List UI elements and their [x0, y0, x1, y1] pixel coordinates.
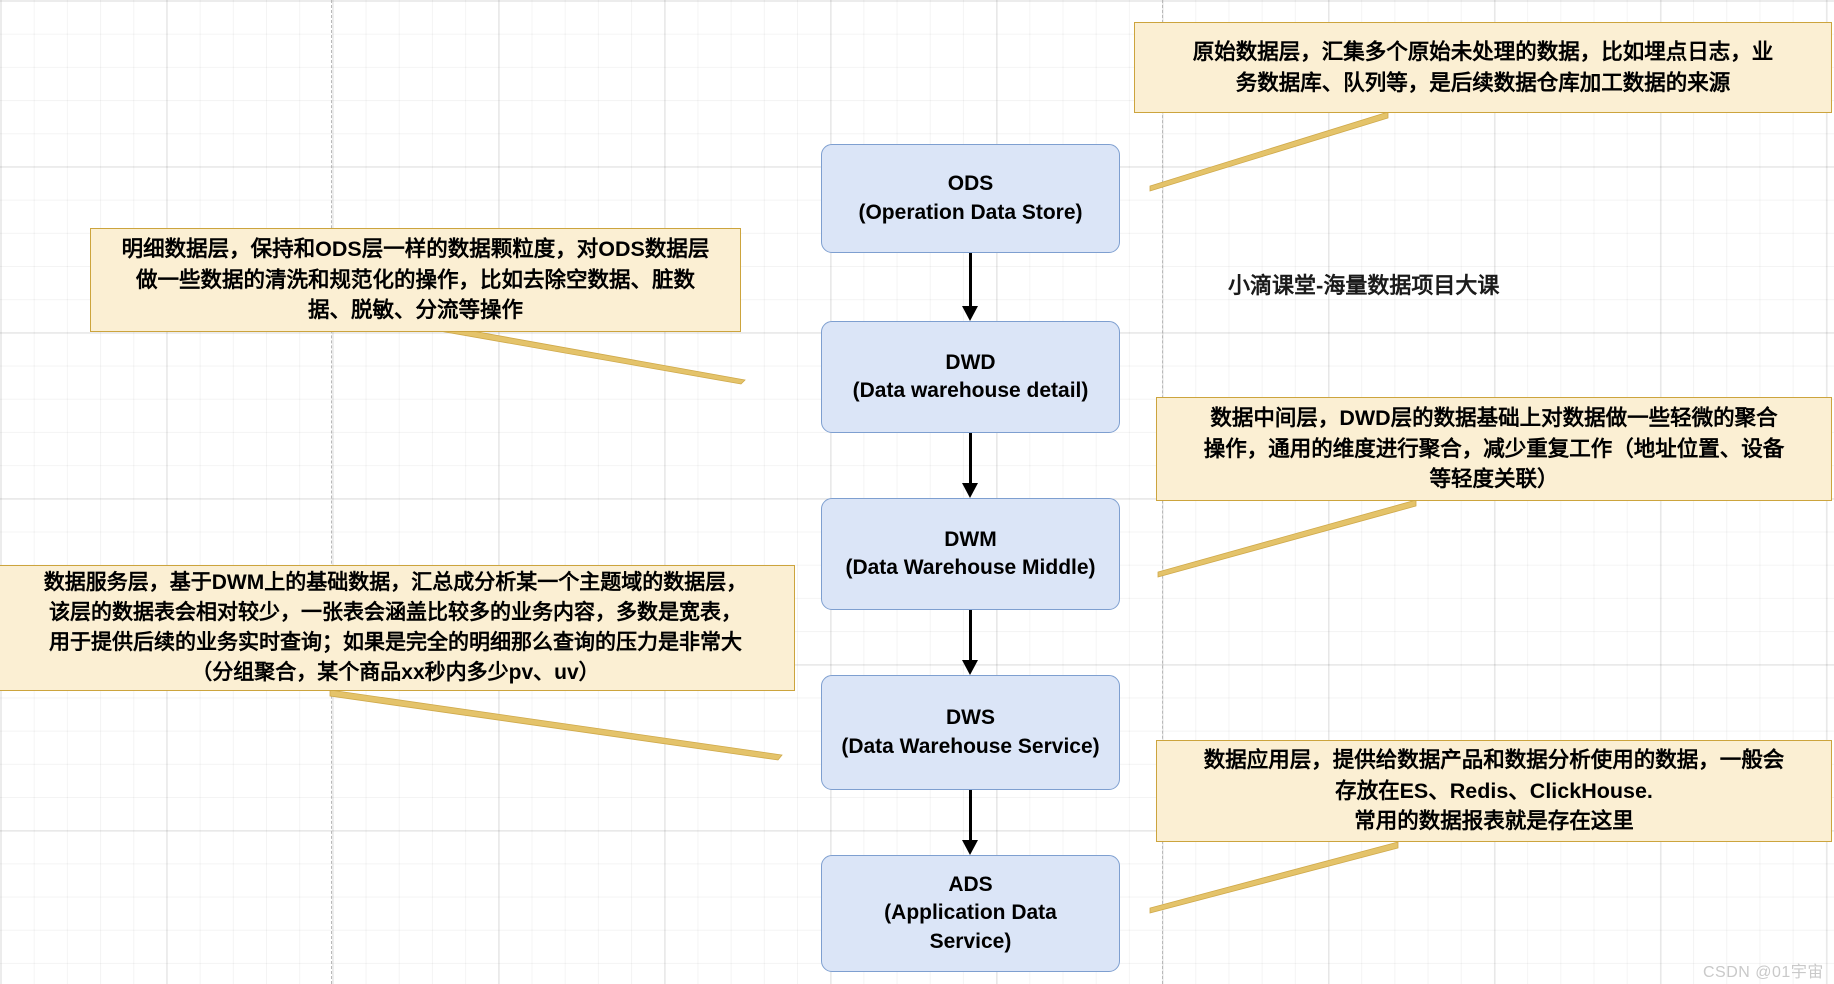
- leader-line-dws: [329, 689, 783, 761]
- course-title-label: 小滴课堂-海量数据项目大课: [1228, 273, 1500, 298]
- page-break-guide: [331, 0, 332, 984]
- leader-line-ods: [1149, 111, 1389, 192]
- flow-box-dws[interactable]: DWS (Data Warehouse Service): [821, 675, 1120, 790]
- arrow-ods-to-dwd: [959, 253, 981, 321]
- flow-box-ads[interactable]: ADS (Application Data Service): [821, 855, 1120, 972]
- flow-box-dwd[interactable]: DWD (Data warehouse detail): [821, 321, 1120, 433]
- note-dwm: 数据中间层，DWD层的数据基础上对数据做一些轻微的聚合 操作，通用的维度进行聚合…: [1156, 397, 1832, 501]
- note-dwd: 明细数据层，保持和ODS层一样的数据颗粒度，对ODS数据层 做一些数据的清洗和规…: [90, 228, 741, 332]
- note-ads: 数据应用层，提供给数据产品和数据分析使用的数据，一般会 存放在ES、Redis、…: [1156, 740, 1832, 842]
- note-ods: 原始数据层，汇集多个原始未处理的数据，比如埋点日志，业 务数据库、队列等，是后续…: [1134, 22, 1832, 113]
- flow-box-ods[interactable]: ODS (Operation Data Store): [821, 144, 1120, 253]
- leader-line-dwm: [1157, 499, 1417, 578]
- leader-line-ads: [1149, 841, 1399, 914]
- flow-box-dwm[interactable]: DWM (Data Warehouse Middle): [821, 498, 1120, 610]
- note-dws: 数据服务层，基于DWM上的基础数据，汇总成分析某一个主题域的数据层， 该层的数据…: [0, 565, 795, 691]
- arrow-dwd-to-dwm: [959, 433, 981, 498]
- arrow-dws-to-ads: [959, 790, 981, 855]
- csdn-watermark: CSDN @01宇宙: [1703, 964, 1824, 981]
- arrow-dwm-to-dws: [959, 610, 981, 675]
